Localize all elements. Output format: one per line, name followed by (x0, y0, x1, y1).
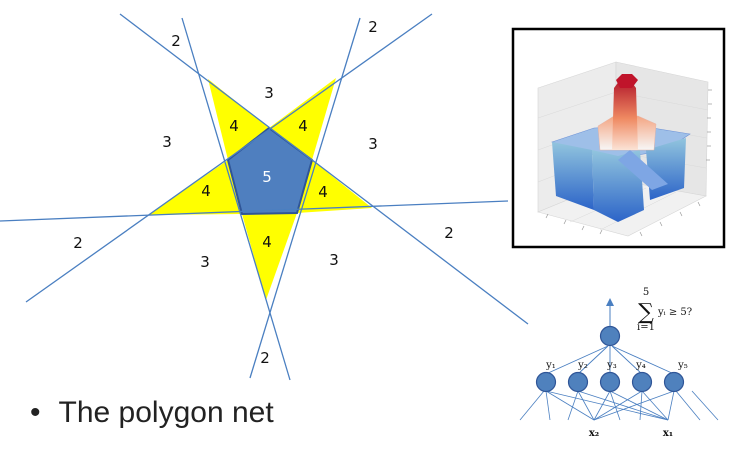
region-3-label: 3 (329, 251, 339, 269)
region-2-label: 2 (171, 32, 181, 50)
polygon-diagram: 5 4 4 4 4 4 3 3 3 3 3 2 2 2 2 2 (0, 13, 529, 381)
bullet-caption: • The polygon net (30, 396, 274, 430)
hidden-node (599, 371, 621, 393)
region-2-label: 2 (73, 234, 83, 252)
triangle-label: 4 (298, 117, 308, 135)
axis-ticks (545, 89, 712, 237)
sigma-symbol: ∑ (638, 300, 654, 325)
hidden-node (631, 371, 653, 393)
blue-wall-left (552, 142, 594, 210)
input-label: x₁ (663, 428, 673, 439)
hidden-label: y₁ (545, 360, 556, 371)
dividing-lines (0, 13, 529, 381)
region-2-label: 2 (260, 349, 270, 367)
red-tower (612, 80, 638, 150)
input-arrows (519, 390, 719, 421)
region-3-label: 3 (200, 253, 210, 271)
triangle-label: 4 (318, 183, 328, 201)
triangle-right (297, 160, 372, 213)
hidden-label: y₃ (606, 360, 617, 371)
sum-formula: 5 ∑ i=1 yᵢ ≥ 5? (637, 287, 692, 333)
hidden-label: y₅ (677, 360, 688, 371)
output-node (599, 325, 621, 347)
sum-lower-limit: i=1 (637, 322, 655, 333)
triangle-label: 4 (229, 117, 239, 135)
center-label: 5 (262, 168, 272, 186)
triangle-left (148, 160, 242, 215)
line-c (119, 13, 529, 325)
line-a (181, 17, 291, 381)
hidden-to-output-edges (545, 345, 675, 375)
input-label: x₂ (589, 428, 599, 439)
blue-arm-top (618, 150, 668, 190)
line-e (0, 200, 509, 222)
hidden-node (535, 371, 557, 393)
region-3-label: 3 (368, 135, 378, 153)
region-2-label: 2 (444, 224, 454, 242)
blue-wall-front (592, 150, 618, 222)
caption-text: The polygon net (58, 396, 274, 429)
triangle-bottom (242, 213, 297, 300)
red-tower-top (616, 74, 638, 88)
region-3-label: 3 (264, 84, 274, 102)
hidden-node (663, 371, 685, 393)
triangle-label: 4 (201, 182, 211, 200)
line-d (25, 13, 433, 303)
region-2-label: 2 (368, 18, 378, 36)
hidden-label: y₂ (577, 360, 588, 371)
triangle-label: 4 (262, 233, 272, 251)
sum-expression: yᵢ ≥ 5? (657, 307, 692, 318)
network-diagram: y₁ y₂ y₃ y₄ y₅ x₂ x₁ 5 ∑ i=1 yᵢ ≥ 5? (519, 287, 719, 439)
hidden-label: y₄ (635, 360, 646, 371)
bullet-marker: • (30, 396, 41, 429)
hidden-node (567, 371, 589, 393)
sum-upper-limit: 5 (643, 287, 649, 298)
surface-plot-inset (511, 27, 726, 249)
region-3-label: 3 (162, 133, 172, 151)
output-arrowhead (606, 298, 614, 306)
